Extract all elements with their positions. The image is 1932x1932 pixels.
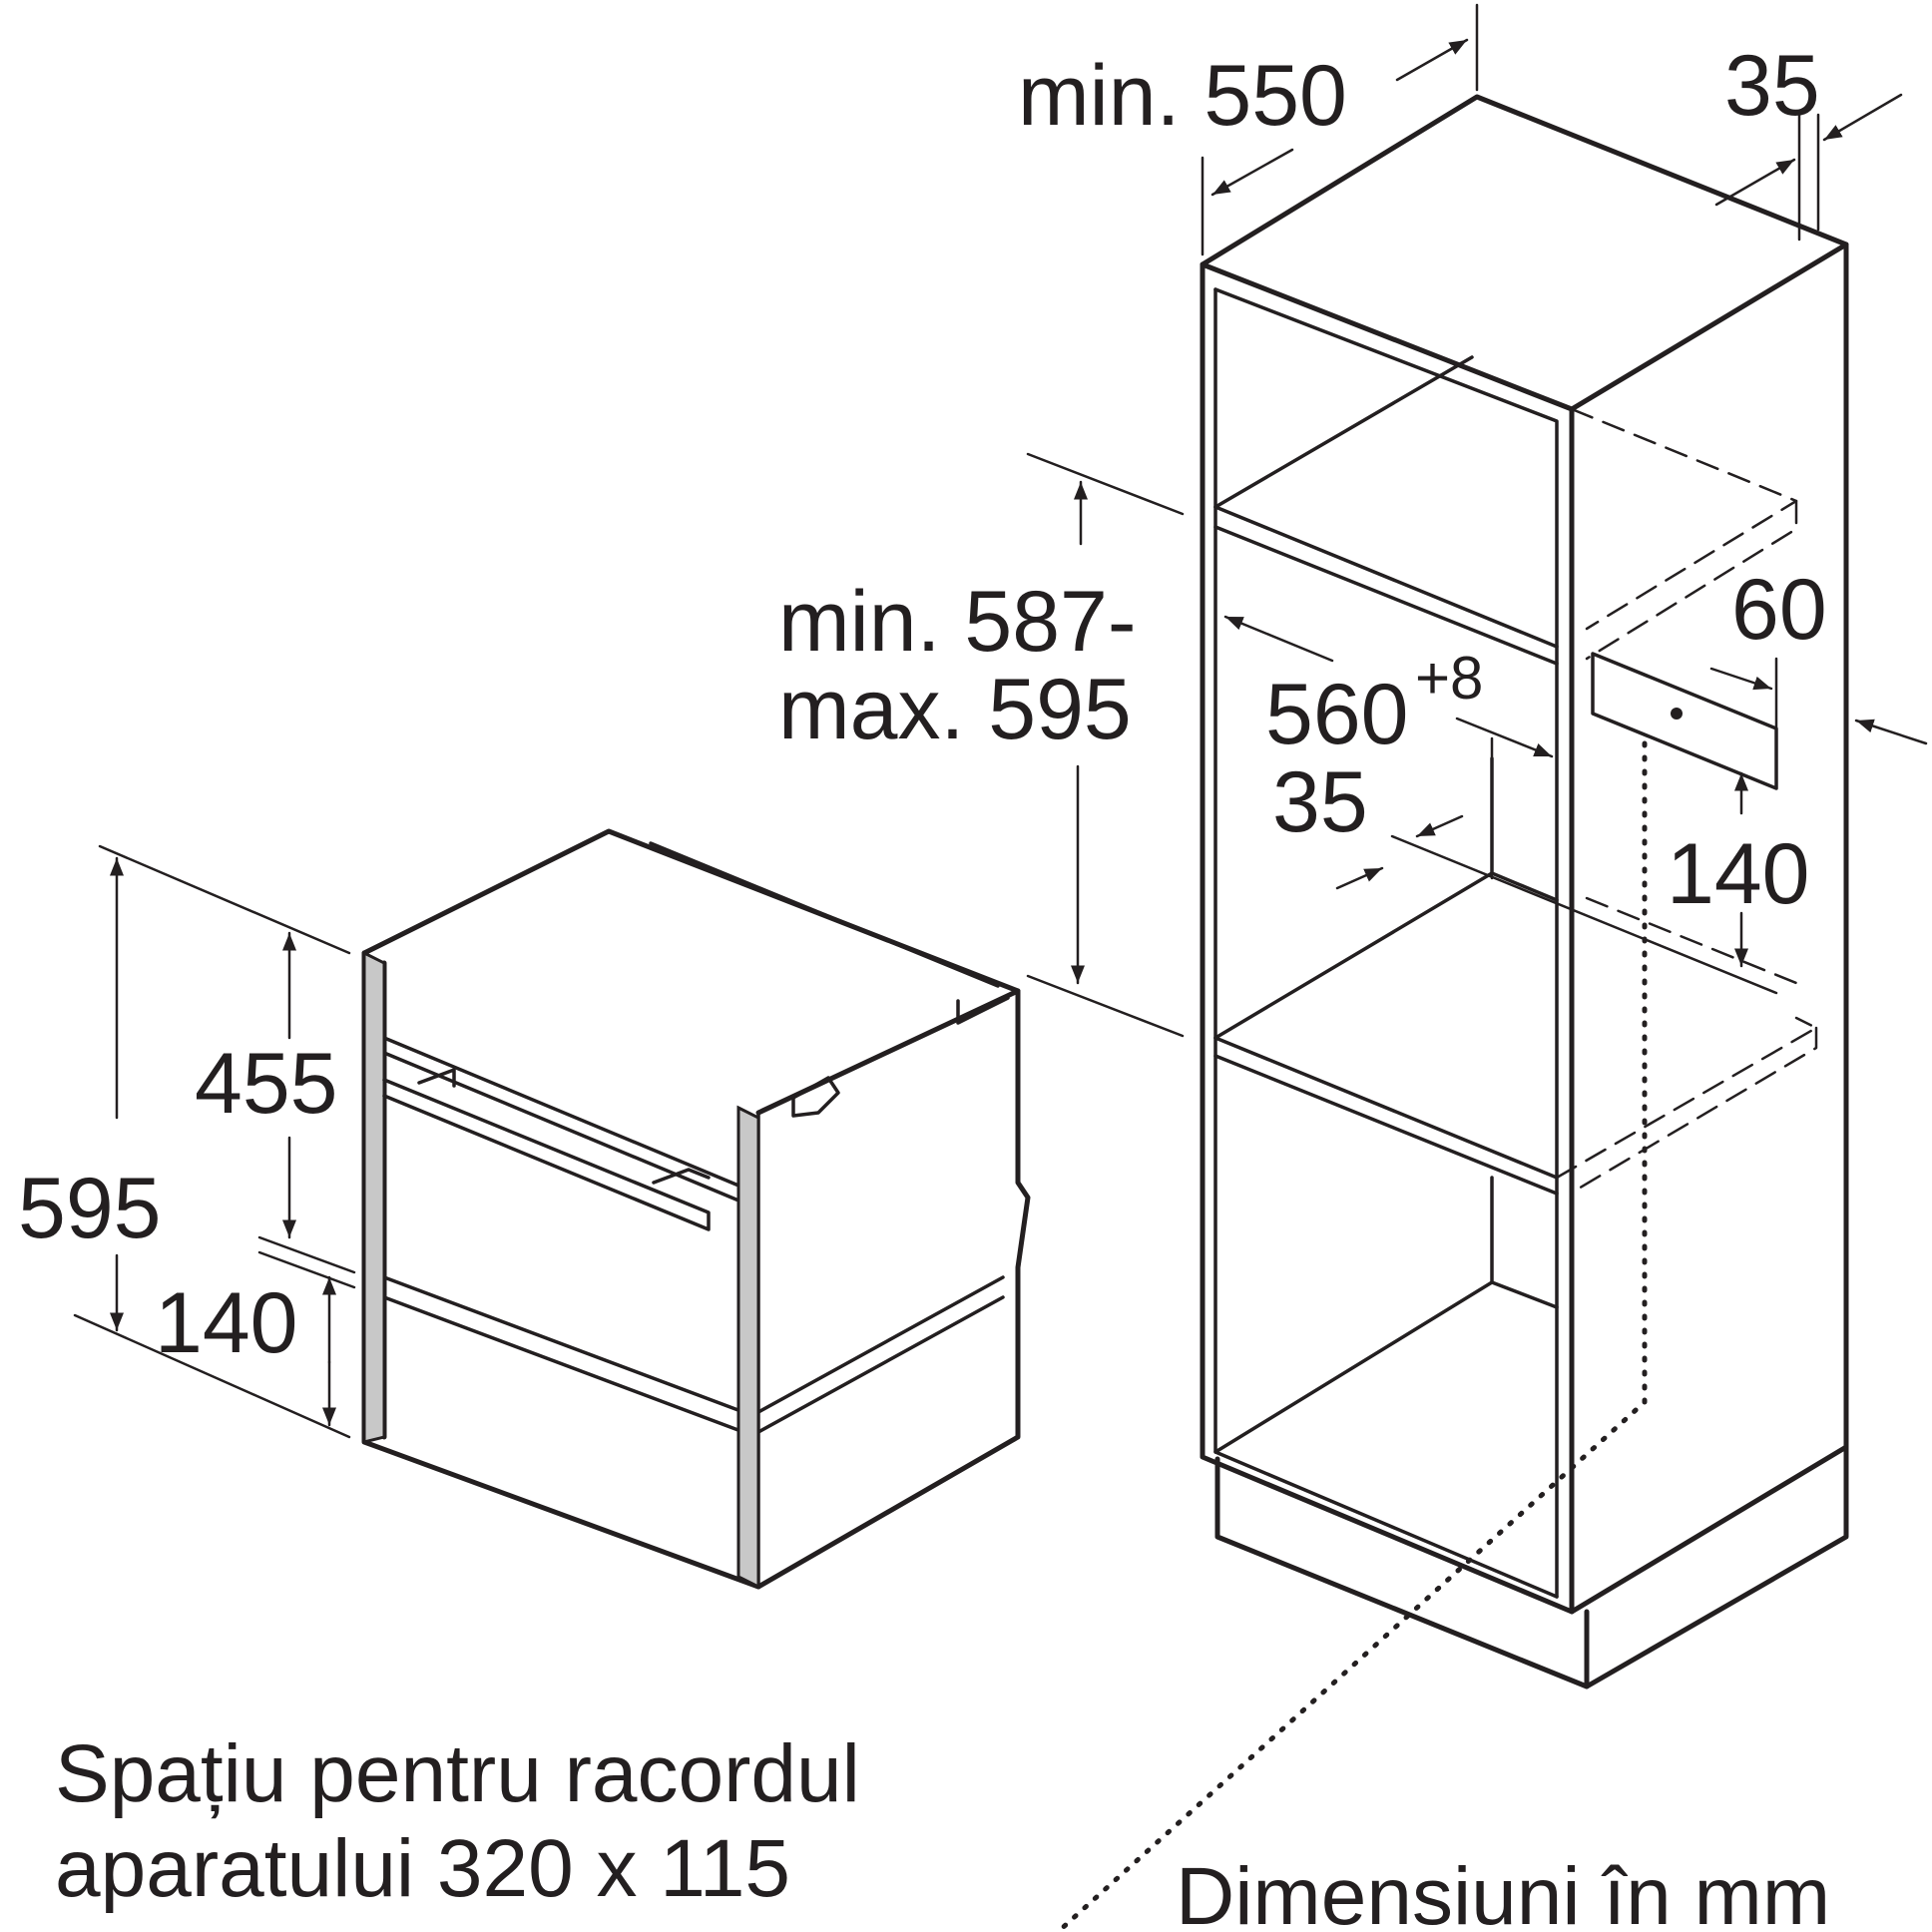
drawer-height-label: 140 <box>155 1275 298 1371</box>
connection-space-note-line2: aparatului 320 x 115 <box>55 1823 790 1914</box>
vent-depth-label: 60 <box>1731 562 1827 658</box>
niche-width-tolerance-label: +8 <box>1415 645 1483 712</box>
connection-space-note-line1: Spațiu pentru racordul <box>55 1728 860 1819</box>
dimension-lines <box>73 3 1928 1439</box>
units-note: Dimensiuni în mm <box>1176 1851 1830 1932</box>
door-height-label: 455 <box>195 1036 338 1132</box>
cabinet <box>1055 94 1849 1932</box>
vent-height-label: 140 <box>1667 826 1810 922</box>
rear-gap-label: 35 <box>1724 38 1820 134</box>
front-offset-label: 35 <box>1272 754 1368 850</box>
niche-width-label: 560 <box>1265 667 1409 762</box>
niche-height-label-line1: min. 587- <box>778 574 1137 670</box>
appliance-height-label: 595 <box>18 1161 162 1256</box>
oven-appliance <box>361 828 1031 1590</box>
niche-height-label-line2: max. 595 <box>778 662 1132 757</box>
cabinet-depth-label: min. 550 <box>1018 48 1347 144</box>
